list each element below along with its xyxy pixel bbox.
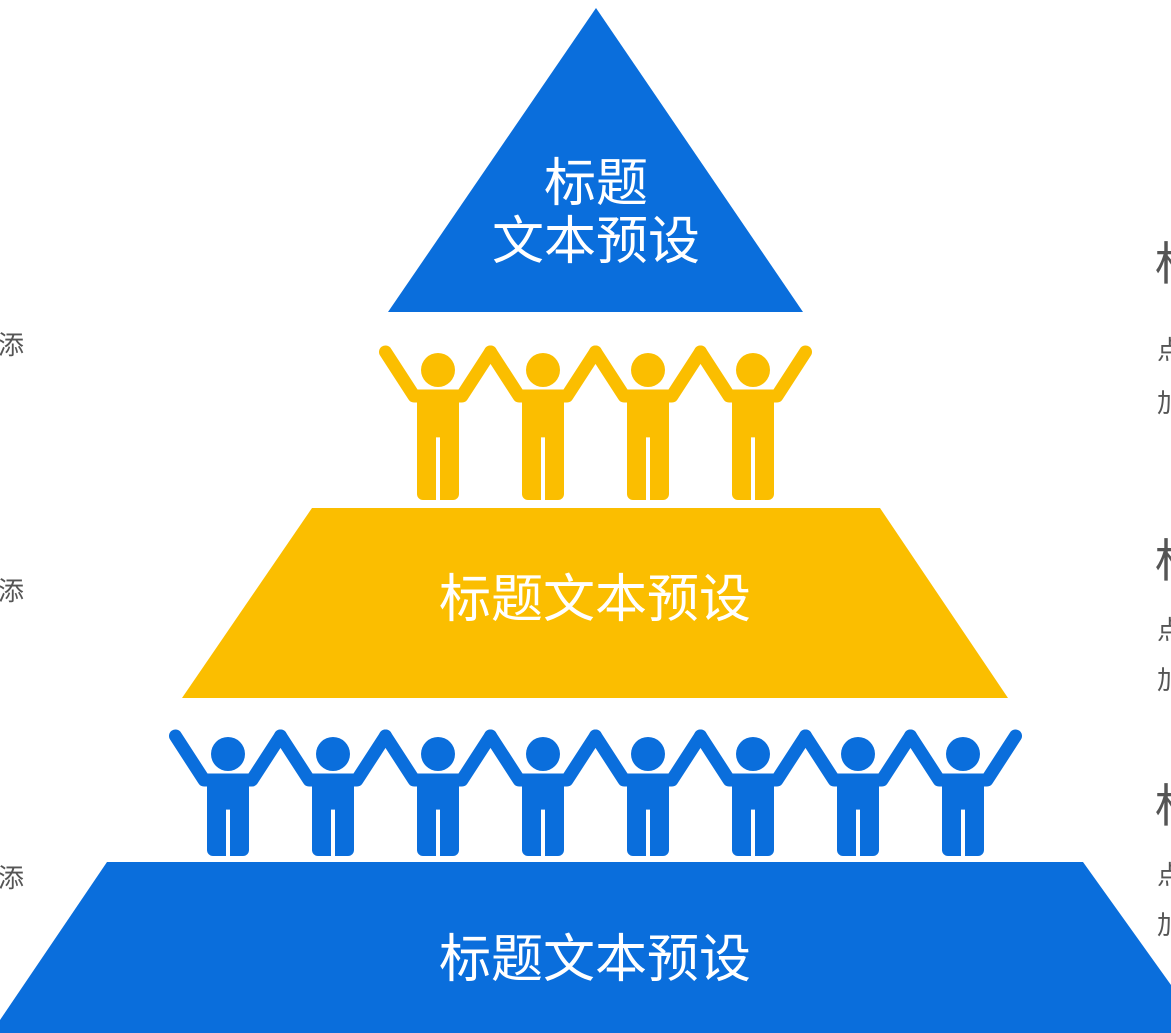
person-arms-raised-icon xyxy=(379,345,497,502)
right-fragment-1-line1: 点 xyxy=(1157,336,1171,366)
left-fragment-3: 添 xyxy=(0,864,25,894)
left-fragment-2: 添 xyxy=(0,577,25,607)
right-fragment-2-line2: 加 xyxy=(1157,666,1171,696)
right-fragment-3-title: 标 xyxy=(1155,770,1171,836)
lower-supporter-row xyxy=(169,729,1022,858)
top-tier-title-line1: 标题 xyxy=(543,154,648,214)
bottom-tier-trapezoid xyxy=(0,862,1171,1033)
person-arms-raised-icon xyxy=(169,729,287,858)
middle-tier-title: 标题文本预设 xyxy=(438,570,751,630)
right-fragment-3-line1: 点 xyxy=(1157,861,1171,891)
upper-supporter-row xyxy=(379,345,812,502)
person-arms-raised-icon xyxy=(484,345,602,502)
top-tier-title-line2: 文本预设 xyxy=(491,212,700,272)
left-fragment-1: 添 xyxy=(0,331,25,361)
right-fragment-1-line2: 加 xyxy=(1157,389,1171,419)
person-arms-raised-icon xyxy=(694,729,812,858)
person-arms-raised-icon xyxy=(799,729,917,858)
person-arms-raised-icon xyxy=(589,729,707,858)
right-fragment-1-title: 标 xyxy=(1155,228,1171,294)
person-arms-raised-icon xyxy=(904,729,1022,858)
person-arms-raised-icon xyxy=(694,345,812,502)
middle-tier-trapezoid xyxy=(182,508,1008,698)
right-fragment-3-line2: 加 xyxy=(1157,911,1171,941)
right-fragment-2-line1: 点 xyxy=(1157,616,1171,646)
person-arms-raised-icon xyxy=(274,729,392,858)
bottom-tier-title: 标题文本预设 xyxy=(438,930,751,990)
person-arms-raised-icon xyxy=(589,345,707,502)
right-fragment-2-title: 标 xyxy=(1155,525,1171,591)
top-tier-triangle xyxy=(388,8,803,312)
top-tier-title: 标题 文本预设 xyxy=(476,155,716,271)
person-arms-raised-icon xyxy=(484,729,602,858)
person-arms-raised-icon xyxy=(379,729,497,858)
